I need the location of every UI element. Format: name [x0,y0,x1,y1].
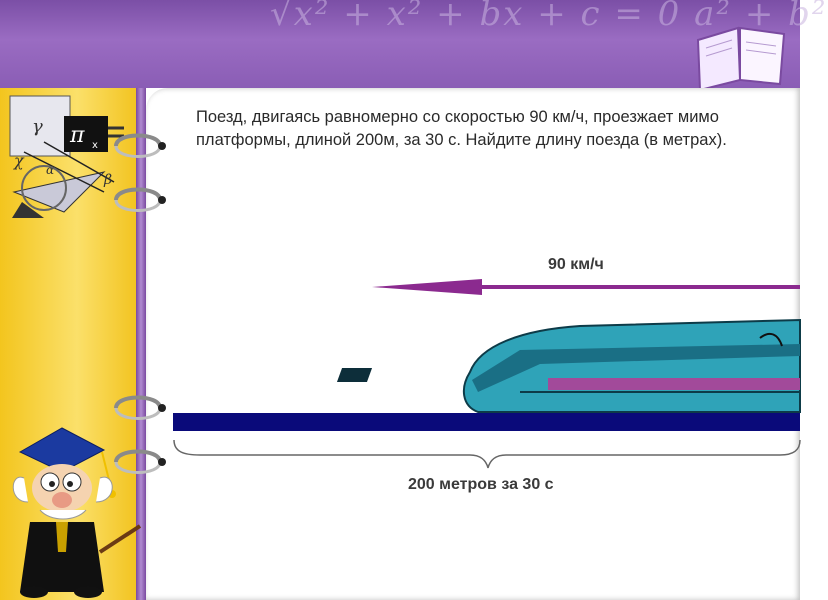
svg-text:α: α [46,163,54,177]
math-collage-icon: π x γ χ β α [9,95,124,218]
train-icon [336,318,801,413]
svg-text:γ: γ [32,116,43,137]
svg-text:β: β [103,172,112,188]
svg-text:χ: χ [13,151,25,170]
svg-text:π: π [69,123,85,148]
binder-ring-icon [114,395,166,420]
binder-ring-icon [114,187,166,212]
svg-text:x: x [92,140,98,151]
platform-length-label: 200 метров за 30 с [408,476,554,493]
speed-label: 90 км/ч [548,256,604,273]
binder-ring-icon [114,449,166,474]
platform-brace [173,439,801,469]
top-banner: √x² + x² + bx + c = 0 a² + b² [0,0,826,92]
platform [173,413,800,431]
motion-diagram [173,279,801,469]
professor-icon [12,427,142,598]
sidebar-divider [136,88,146,600]
binder-ring-icon [114,133,166,158]
banner-formula: √x² + x² + bx + c = 0 a² + b² [270,0,828,34]
problem-text: Поезд, двигаясь равномерно со скоростью … [196,108,727,149]
book-icon [696,26,786,92]
arrow-left-icon [372,279,800,295]
